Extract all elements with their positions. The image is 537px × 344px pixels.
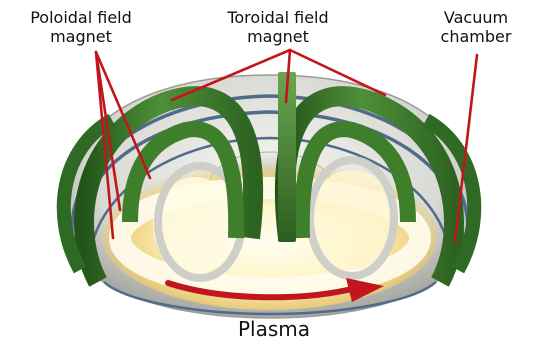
toroidal-field-magnet-label: Toroidal field magnet [198,8,358,46]
toroidal-label-line-2: magnet [198,27,358,46]
vacuum-chamber-label: Vacuum chamber [420,8,532,46]
toroidal-label-line-1: Toroidal field [198,8,358,27]
vacuum-label-line-1: Vacuum [420,8,532,27]
poloidal-label-line-2: magnet [6,27,156,46]
plasma-label: Plasma [209,317,339,341]
poloidal-label-line-1: Poloidal field [6,8,156,27]
poloidal-field-magnet-label: Poloidal field magnet [6,8,156,46]
vacuum-label-line-2: chamber [420,27,532,46]
